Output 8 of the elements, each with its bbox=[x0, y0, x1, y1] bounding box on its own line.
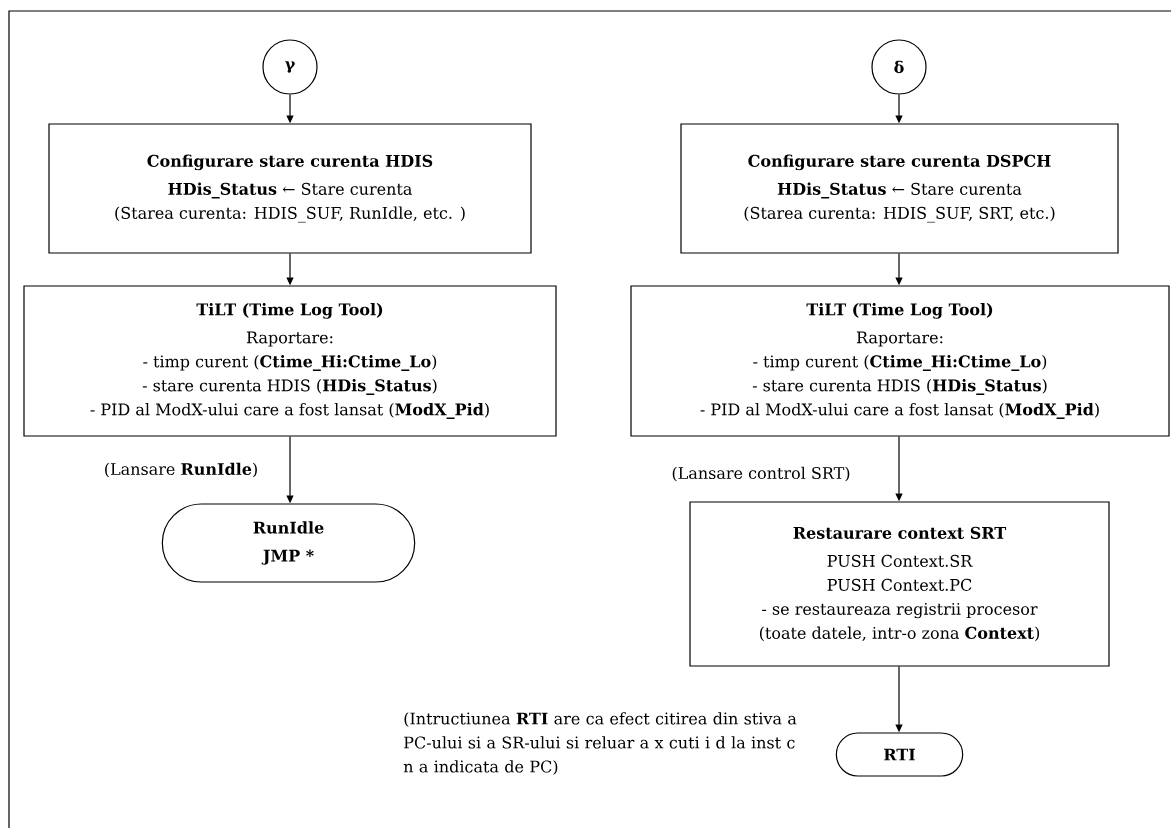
process-box: Configurare stare curenta HDIS HDis_Status ← Stare curenta (Starea curenta: HDIS_SUF, RunIdle, etc. ) bbox=[48, 123, 532, 254]
note-text: (Intructiunea RTI are ca efect citirea din stiva a PC-ului si a SR-ului si reluar a x cuti i d la inst c n a indicata de PC) bbox=[403, 712, 797, 775]
process-box: TiLT (Time Log Tool) Raportare: - timp curent (Ctime_Hi:Ctime_Lo) - stare curenta HDIS (HDis_Status) - PID al ModX-ului care a fost lansat (ModX_Pid) bbox=[630, 285, 1170, 437]
edge-label: (Lansare control SRT) bbox=[669, 464, 853, 484]
process-box: Configurare stare curenta DSPCH HDis_Status ← Stare curenta (Starea curenta: HDIS_SUF, SRT, etc.) bbox=[680, 123, 1119, 254]
process-box: Restaurare context SRT PUSH Context.SR PUSH Context.PC - se restaureaza registrii procesor (toate datele, intr-o zona Context) bbox=[689, 501, 1110, 667]
edge-label: (Lansare RunIdle) bbox=[101, 460, 261, 480]
process-box: TiLT (Time Log Tool) Raportare: - timp curent (Ctime_Hi:Ctime_Lo) - stare curenta HDIS (HDis_Status) - PID al ModX-ului care a fost lansat (ModX_Pid) bbox=[23, 285, 557, 437]
